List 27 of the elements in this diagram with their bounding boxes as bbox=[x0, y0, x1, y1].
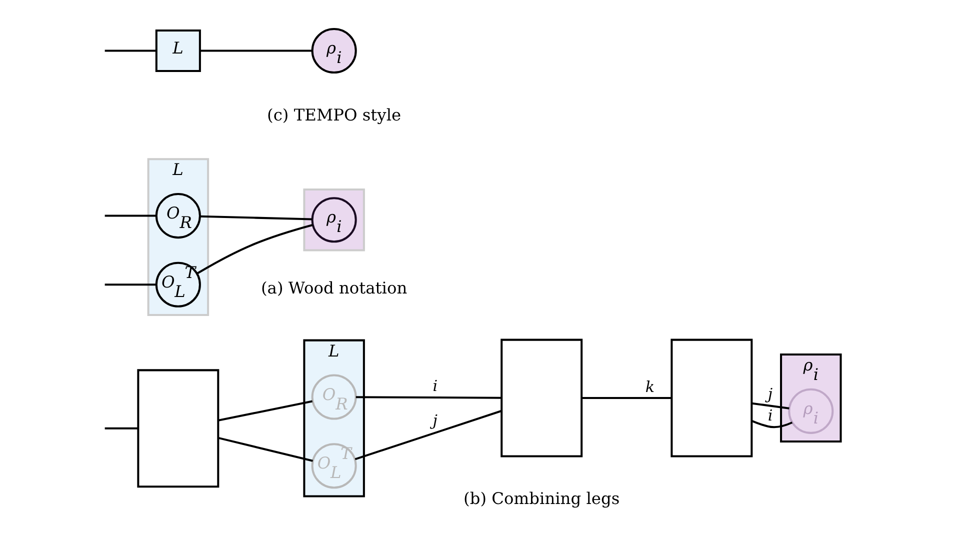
connector bbox=[104, 284, 156, 286]
node-box bbox=[670, 338, 753, 458]
connector bbox=[196, 224, 313, 274]
label: (c) TEMPO style bbox=[267, 105, 402, 124]
node-box bbox=[500, 338, 583, 458]
label: (b) Combining legs bbox=[464, 489, 620, 508]
edge-label: j bbox=[768, 385, 773, 404]
edge-label: j bbox=[432, 411, 438, 430]
edge-label: k bbox=[645, 378, 655, 396]
connector bbox=[200, 215, 312, 220]
connector bbox=[104, 214, 156, 217]
connector bbox=[104, 427, 138, 430]
connector bbox=[104, 50, 156, 52]
edge-label: i bbox=[432, 376, 438, 395]
connector bbox=[218, 400, 313, 422]
connector bbox=[752, 420, 793, 428]
edge-label: i bbox=[768, 406, 773, 424]
connector bbox=[752, 402, 790, 410]
label: (a) Wood notation bbox=[260, 278, 408, 298]
connector bbox=[218, 436, 313, 462]
cluster bbox=[303, 188, 365, 252]
connector bbox=[354, 410, 502, 460]
connector bbox=[582, 397, 672, 400]
connector bbox=[356, 396, 502, 399]
node-box: L bbox=[155, 30, 201, 72]
node-box bbox=[137, 369, 220, 488]
connector bbox=[200, 50, 312, 52]
